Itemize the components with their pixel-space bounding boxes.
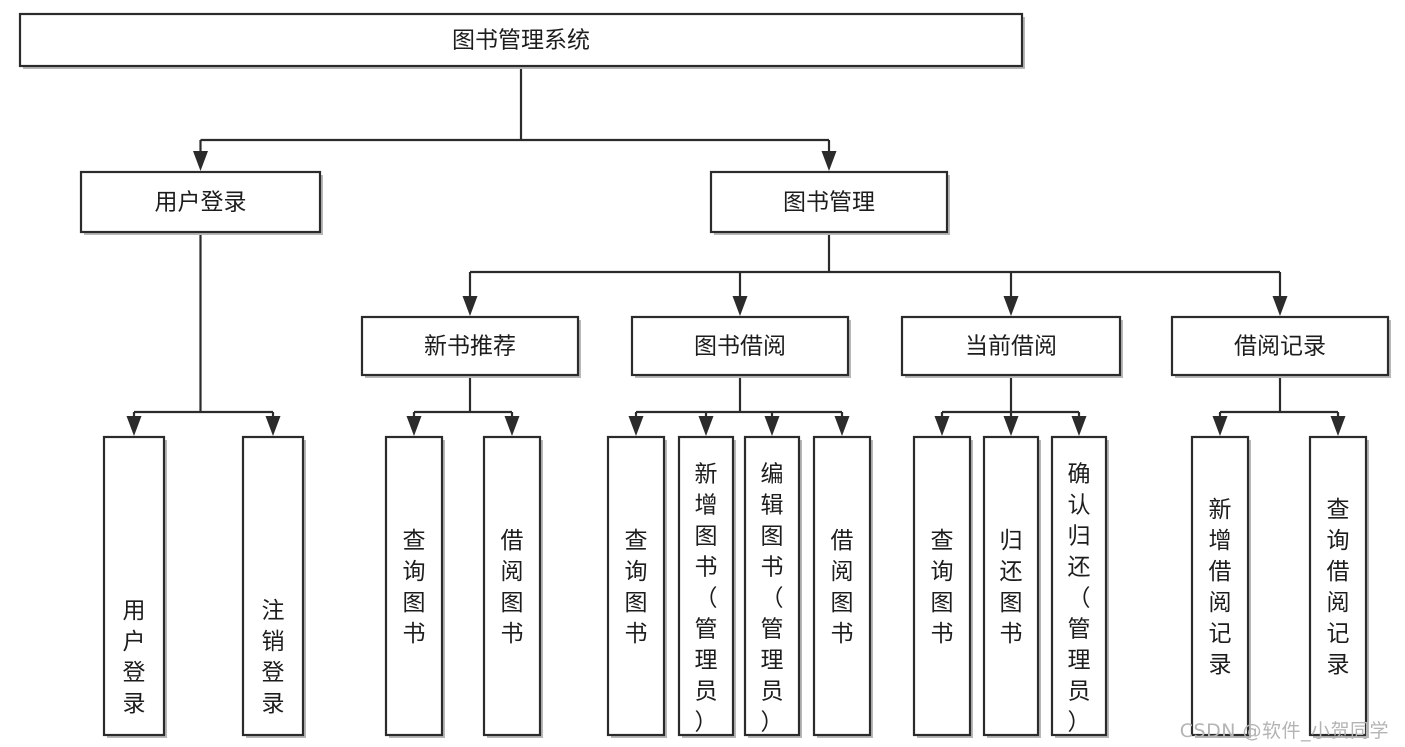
node-label: 新增借阅记录 <box>1209 497 1232 678</box>
edge-layer <box>126 66 1346 436</box>
arrow-head-icon <box>1272 296 1288 316</box>
arrow-head-icon <box>265 416 281 436</box>
flow-node-lf-b2[interactable]: 借阅图书 <box>482 435 543 738</box>
node-box[interactable] <box>1170 315 1390 377</box>
flow-node-lf-c3[interactable]: 编辑图书（管理员） <box>743 435 802 738</box>
flow-node-root[interactable]: 图书管理系统 <box>18 12 1025 69</box>
node-box[interactable] <box>630 315 850 377</box>
arrow-head-icon <box>764 416 780 436</box>
node-label: 当前借阅 <box>965 334 1057 360</box>
node-box[interactable] <box>18 12 1024 68</box>
node-label: 借阅图书 <box>501 528 524 647</box>
flow-node-l2-1[interactable]: 用户登录 <box>79 170 323 235</box>
node-box[interactable] <box>102 435 166 737</box>
csdn-watermark: CSDN @软件_小贺同学 <box>1179 720 1389 742</box>
flow-node-l3-4[interactable]: 借阅记录 <box>1170 315 1391 378</box>
arrow-head-icon <box>732 296 748 316</box>
node-box[interactable] <box>709 170 949 234</box>
flow-node-lf-e1[interactable]: 新增借阅记录 <box>1190 435 1251 738</box>
arrow-head-icon <box>1330 416 1346 436</box>
flow-node-lf-d1[interactable]: 查询图书 <box>912 435 973 738</box>
node-box[interactable] <box>360 315 580 377</box>
flow-node-lf-b1[interactable]: 查询图书 <box>384 435 445 738</box>
node-box[interactable] <box>677 435 735 737</box>
node-box[interactable] <box>1308 435 1368 737</box>
node-box[interactable] <box>812 435 872 737</box>
arrow-head-icon <box>504 416 520 436</box>
arrow-head-icon <box>934 416 950 436</box>
node-label: 确认归还（管理员） <box>1068 461 1091 735</box>
flow-node-lf-e2[interactable]: 查询借阅记录 <box>1308 435 1369 738</box>
node-label: 图书管理系统 <box>452 28 590 54</box>
node-label: 新增图书（管理员） <box>695 461 718 735</box>
flow-node-lf-d3[interactable]: 确认归还（管理员） <box>1050 435 1109 738</box>
node-layer: 图书管理系统用户登录图书管理新书推荐图书借阅当前借阅借阅记录用户登录注销登录查询… <box>18 12 1391 738</box>
node-label: 借阅记录 <box>1234 334 1326 360</box>
flow-node-l3-3[interactable]: 当前借阅 <box>900 315 1123 378</box>
node-label: 用户登录 <box>123 598 146 717</box>
flow-node-lf-a2[interactable]: 注销登录 <box>241 435 306 738</box>
node-box[interactable] <box>482 435 542 737</box>
flow-node-lf-d2[interactable]: 归还图书 <box>982 435 1041 738</box>
node-box[interactable] <box>79 170 322 234</box>
flow-node-l3-2[interactable]: 图书借阅 <box>630 315 851 378</box>
arrow-head-icon <box>462 296 478 316</box>
arrow-head-icon <box>1003 416 1019 436</box>
node-box[interactable] <box>1190 435 1250 737</box>
node-label: 注销登录 <box>262 598 285 717</box>
arrow-head-icon <box>821 151 837 171</box>
flow-node-lf-a1[interactable]: 用户登录 <box>102 435 167 738</box>
flow-node-l3-1[interactable]: 新书推荐 <box>360 315 581 378</box>
node-box[interactable] <box>606 435 666 737</box>
node-label: 新书推荐 <box>424 334 516 360</box>
node-box[interactable] <box>912 435 972 737</box>
node-label: 图书借阅 <box>694 334 786 360</box>
node-box[interactable] <box>384 435 444 737</box>
flow-node-lf-c1[interactable]: 查询图书 <box>606 435 667 738</box>
node-box[interactable] <box>982 435 1040 737</box>
node-box[interactable] <box>1050 435 1108 737</box>
node-label: 查询借阅记录 <box>1327 497 1350 678</box>
node-box[interactable] <box>743 435 801 737</box>
node-label: 查询图书 <box>931 528 954 647</box>
node-box[interactable] <box>900 315 1122 377</box>
arrow-head-icon <box>628 416 644 436</box>
node-label: 查询图书 <box>625 528 648 647</box>
arrow-head-icon <box>698 416 714 436</box>
node-label: 用户登录 <box>155 190 247 216</box>
arrow-head-icon <box>1212 416 1228 436</box>
node-label: 归还图书 <box>1000 528 1023 647</box>
arrow-head-icon <box>1071 416 1087 436</box>
arrow-head-icon <box>126 416 142 436</box>
arrow-head-icon <box>834 416 850 436</box>
node-label: 查询图书 <box>403 528 426 647</box>
flow-node-lf-c2[interactable]: 新增图书（管理员） <box>677 435 736 738</box>
node-label: 借阅图书 <box>831 528 854 647</box>
flow-node-l2-2[interactable]: 图书管理 <box>709 170 950 235</box>
node-box[interactable] <box>241 435 305 737</box>
arrow-head-icon <box>1003 296 1019 316</box>
node-label: 编辑图书（管理员） <box>761 461 784 735</box>
node-label: 图书管理 <box>783 190 875 216</box>
flow-node-lf-c4[interactable]: 借阅图书 <box>812 435 873 738</box>
arrow-head-icon <box>193 151 208 171</box>
arrow-head-icon <box>406 416 422 436</box>
